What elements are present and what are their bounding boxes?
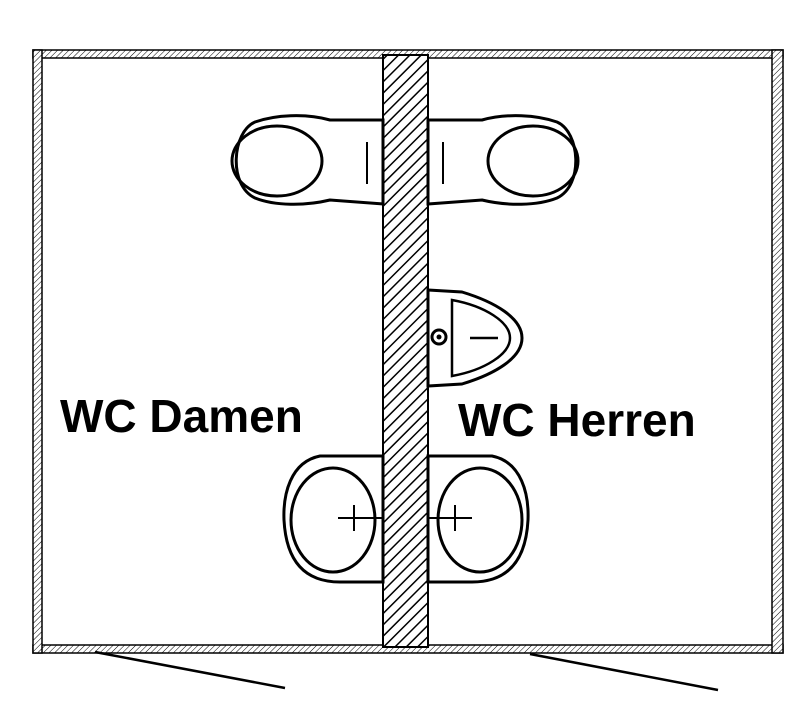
toilet-icon xyxy=(230,114,385,206)
urinal-icon xyxy=(426,288,524,388)
door-left xyxy=(94,650,286,690)
room-label-herren: WC Herren xyxy=(458,394,696,446)
washbasin-icon xyxy=(426,454,530,584)
room-label-damen: WC Damen xyxy=(60,390,303,442)
partition-wall xyxy=(382,54,429,648)
door-right xyxy=(529,652,719,692)
toilet-icon xyxy=(426,114,580,206)
washbasin-icon xyxy=(282,454,385,584)
